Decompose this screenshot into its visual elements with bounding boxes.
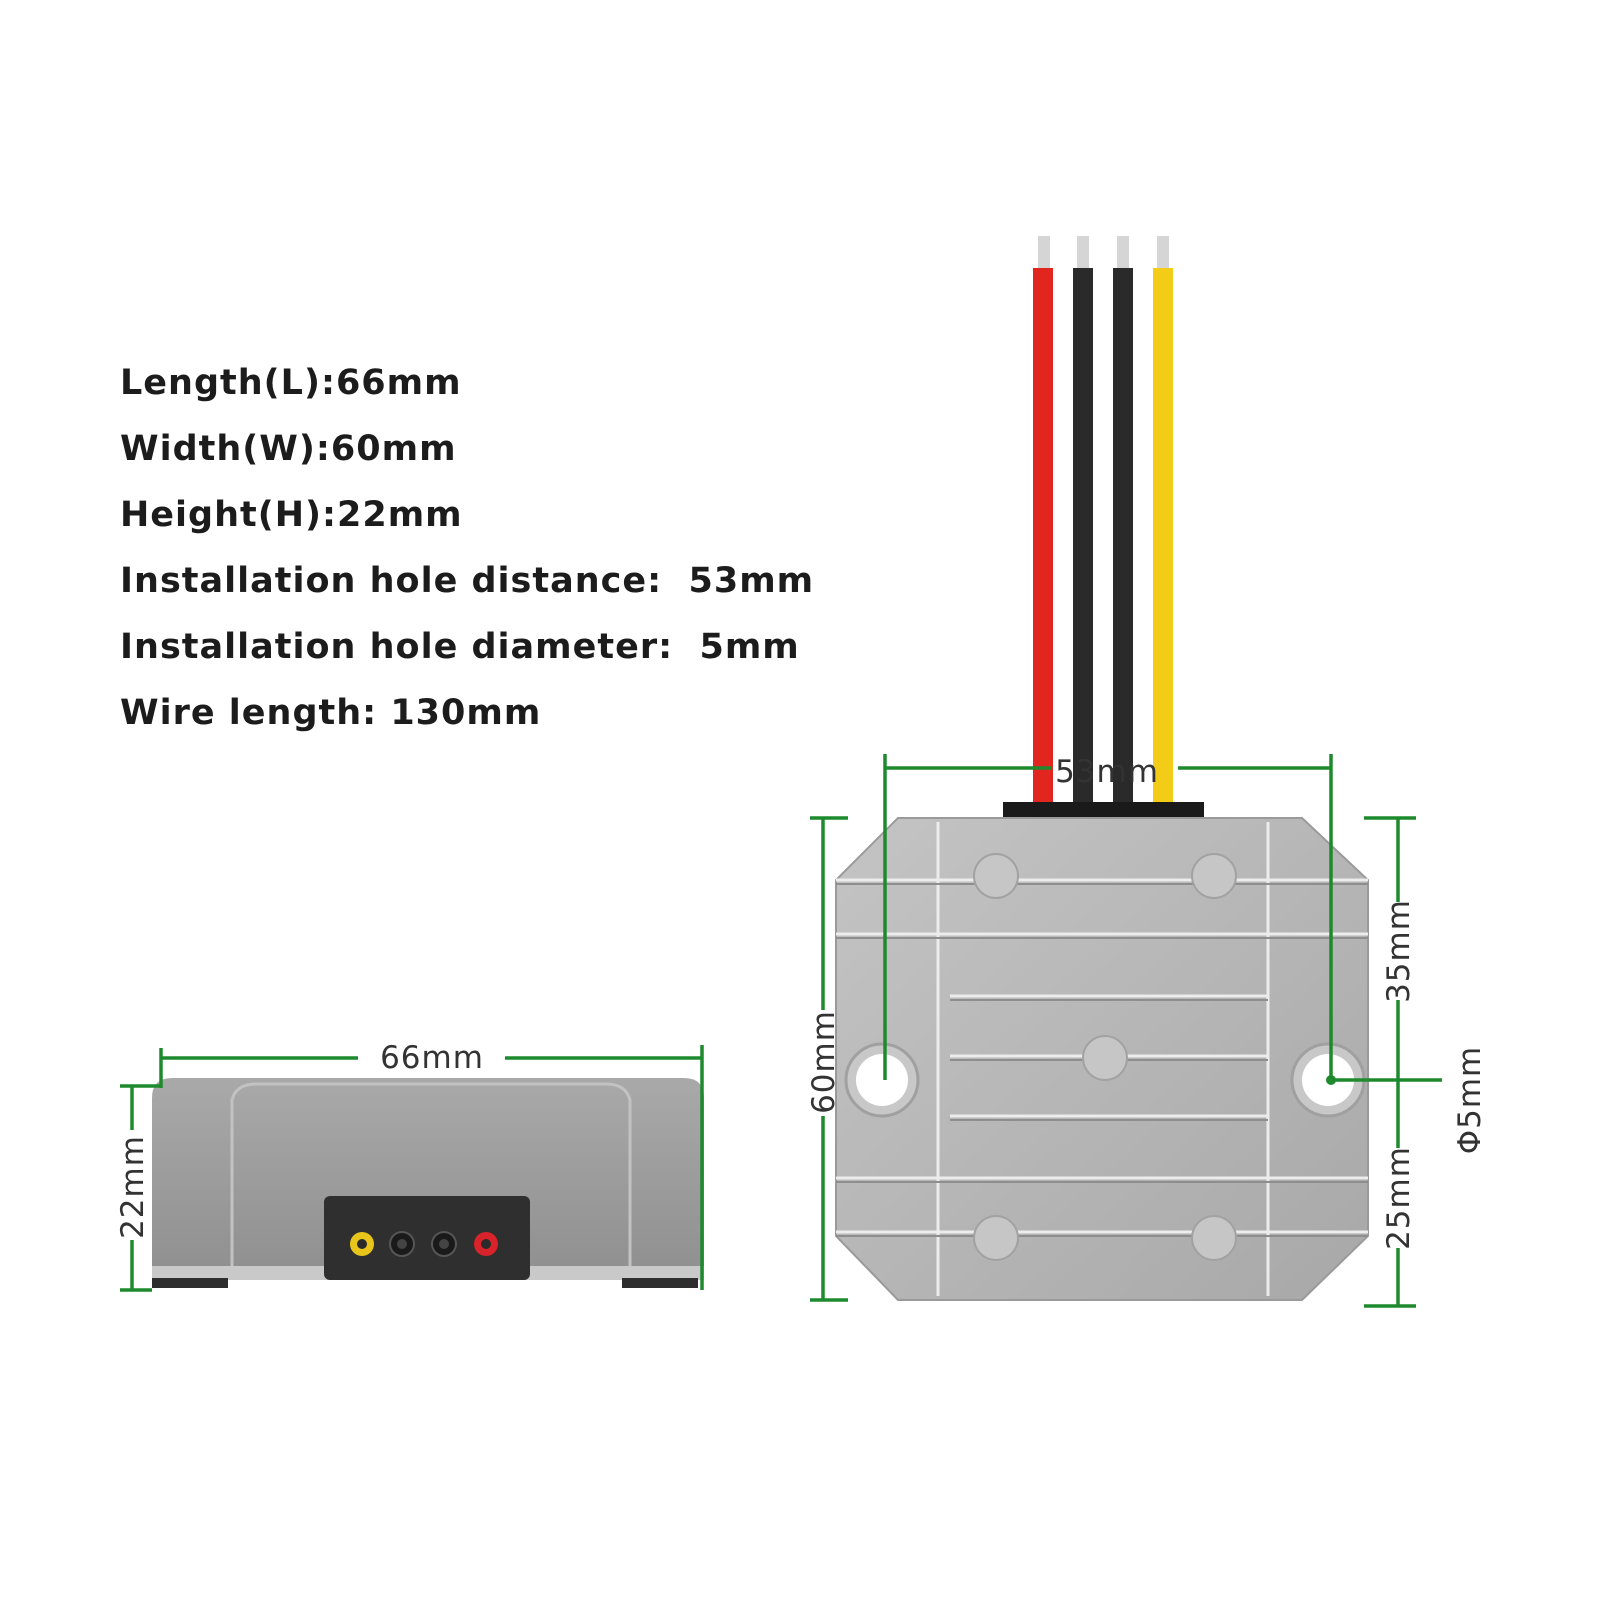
top-ridge-shadows <box>836 883 1368 1237</box>
spec-hole-distance: Installation hole distance: 53mm <box>120 561 815 601</box>
screw-boss <box>973 1215 1019 1261</box>
spec-list: Length(L):66mm Width(W):60mm Height(H):2… <box>120 350 814 746</box>
screw-boss <box>973 853 1019 899</box>
side-housing-bevel <box>230 1082 632 1280</box>
wire-yellow <box>1153 236 1173 808</box>
wire-red <box>1033 236 1053 808</box>
dim-53mm-label: 53mm <box>1055 754 1159 790</box>
screw-boss <box>1082 1035 1128 1081</box>
indicator-black-1 <box>389 1231 415 1257</box>
mounting-foot-right <box>622 1278 698 1288</box>
dim-53mm <box>883 754 1333 1080</box>
dim-60mm-label: 60mm <box>806 1010 842 1114</box>
screw-boss <box>1191 1215 1237 1261</box>
spec-length: Length(L):66mm <box>120 363 462 403</box>
spec-hole-diameter: Installation hole diameter: 5mm <box>120 627 800 667</box>
mounting-hole-left <box>844 1042 920 1118</box>
screw-bosses <box>973 853 1237 1261</box>
side-housing <box>152 1078 704 1280</box>
spec-width: Width(W):60mm <box>120 429 457 469</box>
dim-66mm-label: 66mm <box>380 1040 484 1076</box>
spec-height: Height(H):22mm <box>120 495 463 535</box>
indicator-red <box>474 1232 498 1256</box>
dim-22mm <box>120 1084 161 1292</box>
wire-black-1 <box>1073 236 1093 808</box>
screw-boss <box>1191 853 1237 899</box>
dim-22mm-label: 22mm <box>115 1135 151 1239</box>
wire-gland <box>1003 802 1204 818</box>
spec-wire-length: Wire length: 130mm <box>120 693 542 733</box>
side-view: 66mm 22mm <box>115 1040 704 1292</box>
wire-black-2 <box>1113 236 1133 808</box>
indicator-black-2 <box>431 1231 457 1257</box>
dim-hole-diameter-label: Φ5mm <box>1452 1046 1488 1155</box>
dim-offsets <box>1331 816 1442 1308</box>
cable-gland <box>324 1196 530 1280</box>
dim-25mm-label: 25mm <box>1381 1146 1417 1250</box>
indicator-yellow <box>350 1232 374 1256</box>
dim-35mm-label: 35mm <box>1381 899 1417 1003</box>
dim-60mm <box>810 816 848 1302</box>
dim-66mm <box>159 1045 704 1290</box>
mounting-foot-left <box>152 1278 228 1288</box>
top-ridges <box>836 822 1368 1296</box>
hole-center-dot <box>1326 1075 1336 1085</box>
top-view: 53mm 60mm 35mm 25mm Φ5mm <box>806 236 1488 1308</box>
